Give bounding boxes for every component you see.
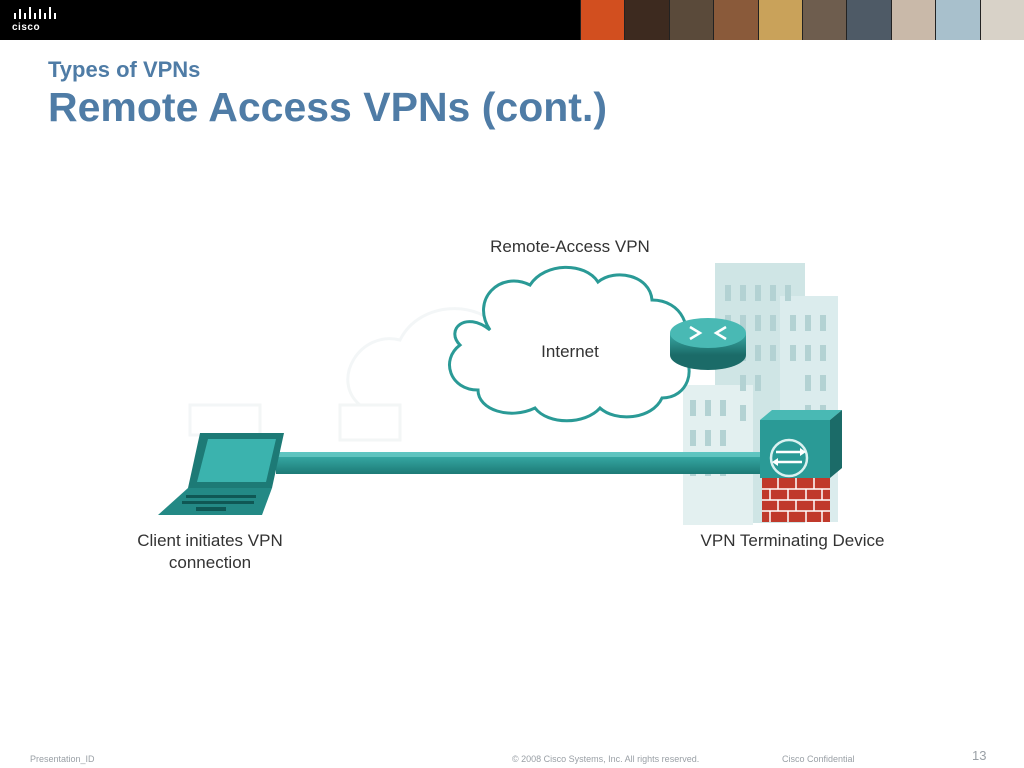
- page-number: 13: [972, 748, 987, 763]
- header-photo: [580, 0, 625, 40]
- vpn-tunnel-line: [276, 452, 766, 474]
- vpn-terminating-device-label: VPN Terminating Device: [700, 531, 885, 550]
- cisco-logo: cisco: [12, 5, 62, 35]
- header-photo: [802, 0, 847, 40]
- firewall-icon: [762, 478, 830, 522]
- top-banner: cisco: [0, 0, 1024, 40]
- header-photo-strip: [580, 0, 1024, 40]
- client-label: Client initiates VPN connection: [120, 530, 300, 574]
- footer-confidential: Cisco Confidential: [782, 754, 855, 764]
- header-photo: [624, 0, 669, 40]
- laptop-icon: [158, 433, 284, 515]
- vpn-concentrator-icon: [760, 410, 842, 478]
- client-label-line2: connection: [168, 553, 252, 572]
- header-photo: [713, 0, 758, 40]
- header-photo: [890, 0, 936, 40]
- internet-label: Internet: [541, 342, 599, 361]
- footer-copyright: © 2008 Cisco Systems, Inc. All rights re…: [512, 754, 700, 764]
- client-label-line1: Client initiates VPN: [137, 531, 283, 550]
- header-photo: [757, 0, 803, 40]
- internet-cloud-icon: [448, 265, 691, 423]
- header-photo: [979, 0, 1024, 40]
- header-photo: [846, 0, 891, 40]
- header-photo: [668, 0, 714, 40]
- slide-title: Remote Access VPNs (cont.): [48, 84, 607, 130]
- remote-access-vpn-label: Remote-Access VPN: [490, 237, 650, 256]
- cisco-logo-text: cisco: [12, 22, 41, 33]
- router-icon: [670, 318, 746, 370]
- slide-subtitle: Types of VPNs: [48, 57, 201, 82]
- header-photo: [935, 0, 980, 40]
- footer-presentation-id: Presentation_ID: [30, 754, 95, 764]
- cisco-bars-icon: [14, 7, 56, 19]
